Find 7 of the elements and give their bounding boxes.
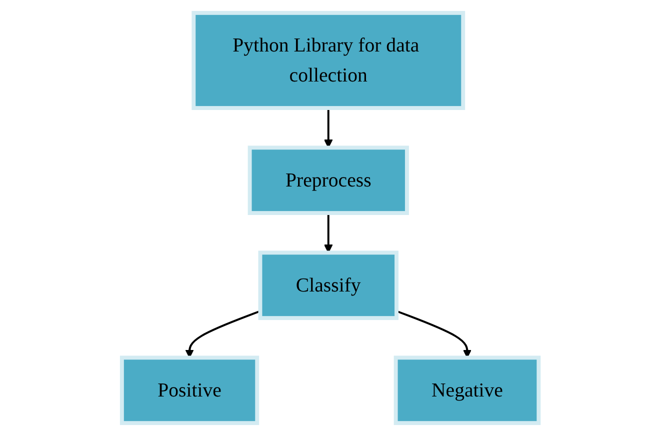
node-box: Preprocess (248, 146, 409, 216)
node-box: Python Library for data collection (191, 10, 465, 110)
arrow (324, 213, 332, 254)
node-box: Positive (120, 356, 259, 426)
node-box: Classify (258, 250, 398, 320)
arrow (324, 108, 332, 148)
node-box: Negative (394, 356, 540, 426)
